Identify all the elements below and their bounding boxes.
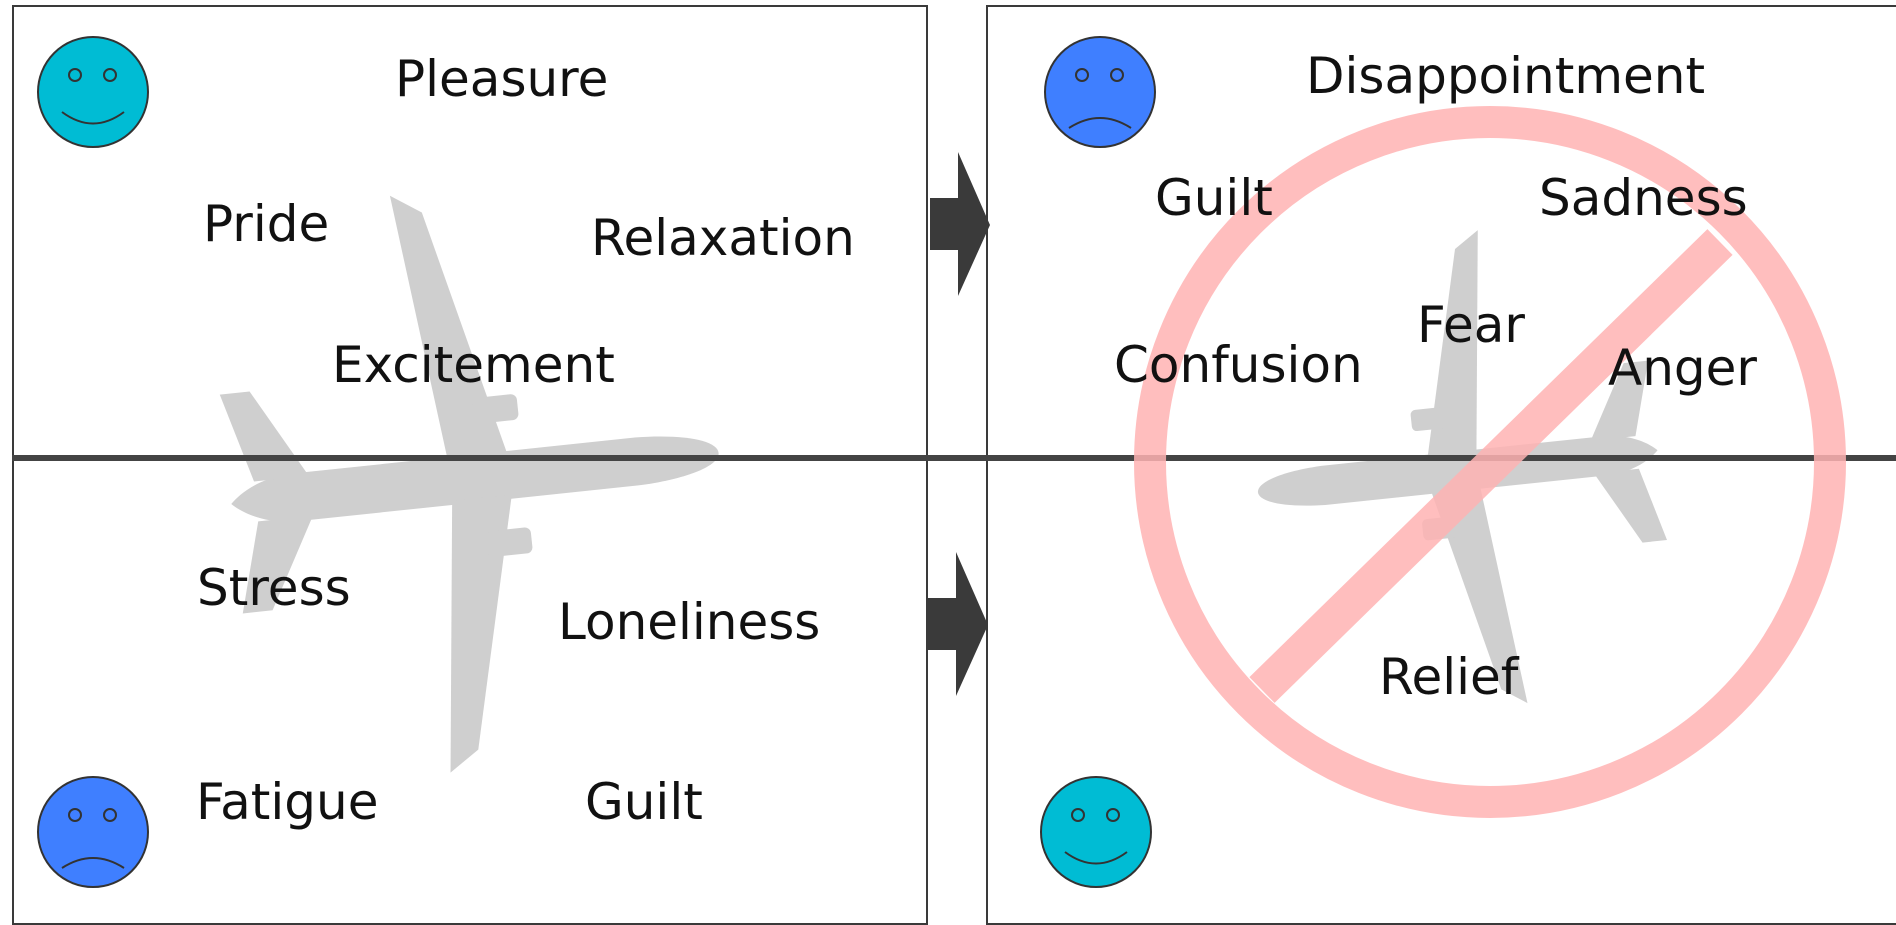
emotion-word: Fatigue <box>196 773 379 831</box>
right-arrow-icon <box>928 552 988 696</box>
emotion-word: Relief <box>1379 648 1519 706</box>
emotion-word: Anger <box>1608 339 1757 397</box>
sad-face-icon <box>1044 36 1156 148</box>
sad-face-icon <box>37 776 149 888</box>
emotion-word: Confusion <box>1114 336 1363 394</box>
happy-face-icon <box>1040 776 1152 888</box>
emotion-word: Pride <box>203 195 330 253</box>
emotion-word: Loneliness <box>558 593 821 651</box>
prohibition-icon <box>1134 106 1846 818</box>
horizontal-divider <box>12 455 1896 461</box>
emotion-word: Stress <box>197 559 351 617</box>
emotion-word: Guilt <box>1155 169 1273 227</box>
right-arrow-icon <box>930 152 990 296</box>
emotion-word: Sadness <box>1539 169 1748 227</box>
emotion-word: Disappointment <box>1306 47 1706 105</box>
emotion-word: Pleasure <box>395 50 609 108</box>
emotion-word: Fear <box>1417 296 1525 354</box>
emotion-word: Relaxation <box>591 209 855 267</box>
emotion-word: Guilt <box>585 773 703 831</box>
emotion-word: Excitement <box>332 336 615 394</box>
happy-face-icon <box>37 36 149 148</box>
